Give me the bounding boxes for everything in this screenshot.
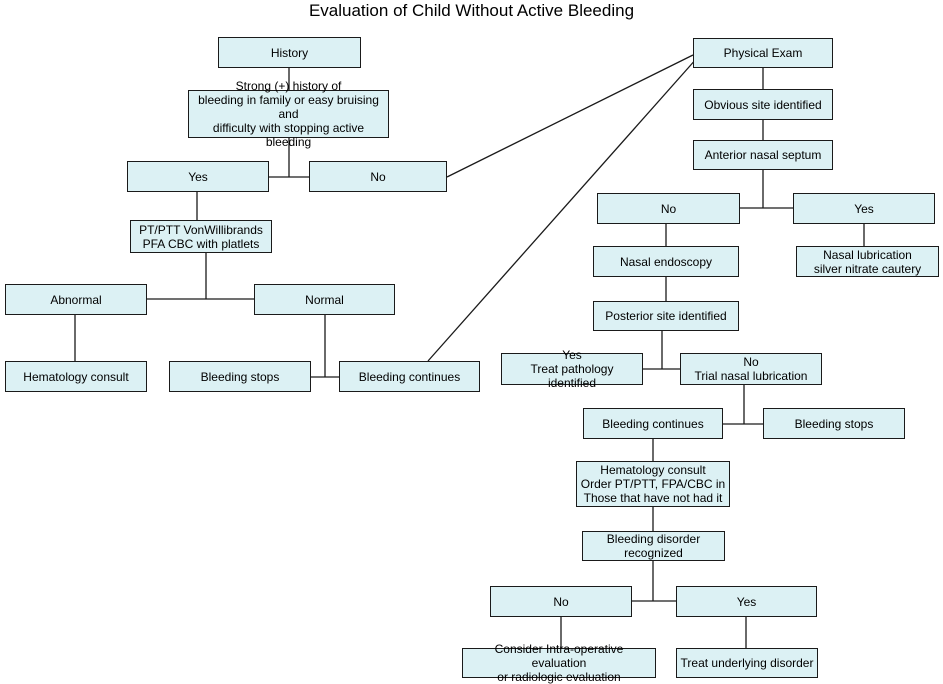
no-anterior-node: No bbox=[597, 193, 740, 224]
normal-node: Normal bbox=[254, 284, 395, 315]
nasal-endoscopy-node: Nasal endoscopy bbox=[593, 246, 739, 277]
bleeding-disorder-node: Bleeding disorder recognized bbox=[582, 531, 725, 561]
bleeding-continues-left-node: Bleeding continues bbox=[339, 361, 480, 392]
bleeding-stops-right-node: Bleeding stops bbox=[763, 408, 905, 439]
diagram-title: Evaluation of Child Without Active Bleed… bbox=[308, 1, 635, 20]
yes-anterior-node: Yes bbox=[793, 193, 935, 224]
abnormal-node: Abnormal bbox=[5, 284, 147, 315]
obvious-site-node: Obvious site identified bbox=[693, 89, 833, 120]
bleeding-continues-right-node: Bleeding continues bbox=[583, 408, 723, 439]
no-posterior-node: No Trial nasal lubrication bbox=[680, 353, 822, 385]
history-node: History bbox=[218, 37, 361, 68]
anterior-septum-node: Anterior nasal septum bbox=[693, 140, 833, 170]
no-disorder-node: No bbox=[490, 586, 632, 617]
connector-line bbox=[446, 54, 694, 178]
yes-posterior-node: Yes Treat pathology identified bbox=[501, 348, 643, 390]
posterior-site-node: Posterior site identified bbox=[593, 301, 739, 331]
yes-disorder-node: Yes bbox=[676, 586, 817, 617]
yes-history-node: Yes bbox=[127, 161, 269, 192]
labs-node: PT/PTT VonWillibrands PFA CBC with platl… bbox=[130, 220, 272, 253]
connector-line bbox=[427, 57, 698, 362]
bleeding-stops-left-node: Bleeding stops bbox=[169, 361, 311, 392]
strong-history-node: Strong (+) history of bleeding in family… bbox=[188, 79, 389, 149]
nasal-lubrication-node: Nasal lubrication silver nitrate cautery bbox=[796, 246, 939, 277]
physical-exam-node: Physical Exam bbox=[693, 38, 833, 68]
treat-underlying-node: Treat underlying disorder bbox=[676, 648, 818, 678]
hematology-consult-left-node: Hematology consult bbox=[5, 361, 147, 392]
intraoperative-eval-node: Consider Intra-operative evaluation or r… bbox=[462, 642, 656, 684]
no-history-node: No bbox=[309, 161, 447, 192]
hematology-order-node: Hematology consult Order PT/PTT, FPA/CBC… bbox=[576, 461, 730, 507]
